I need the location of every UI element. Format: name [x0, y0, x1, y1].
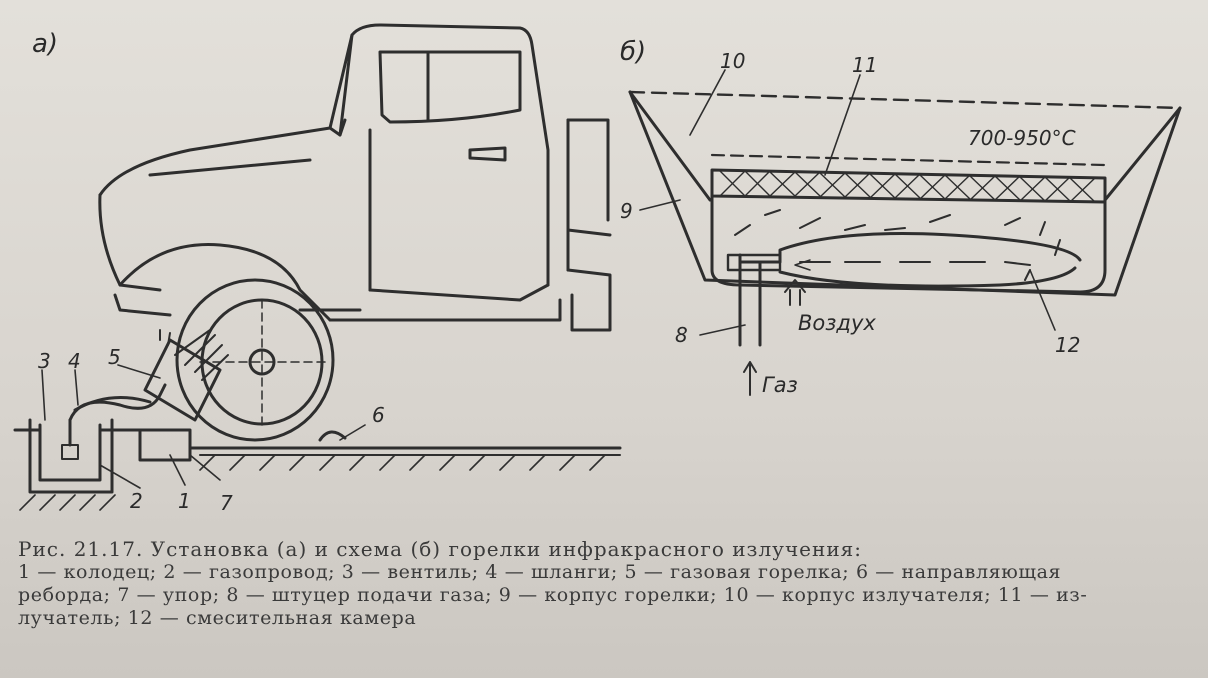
callout-1: 1	[178, 489, 191, 513]
callout-3: 3	[38, 349, 51, 373]
truck-drawing	[13, 23, 622, 511]
callout-8: 8	[675, 323, 688, 347]
figure-a-label: a)	[32, 29, 58, 59]
callout-12: 12	[1055, 333, 1080, 357]
caption-line-4: лучатель; 12 — смесительная камера	[18, 607, 417, 629]
caption-line-1: 1 — колодец; 2 — газопровод; 3 — вентиль…	[18, 561, 1062, 583]
figure-illustration: a) б) 3 4 5 6 2 1 7 8 9 10 11 12 700-950…	[13, 23, 1182, 515]
figure-b-label: б)	[620, 37, 646, 67]
temperature-label: 700-950°C	[968, 126, 1076, 150]
burner-scheme	[628, 90, 1182, 347]
gas-label: Газ	[762, 373, 798, 397]
callout-6: 6	[372, 403, 385, 427]
callout-4: 4	[68, 349, 81, 373]
air-label: Воздух	[798, 311, 876, 335]
figure-caption: Рис. 21.17. Установка (а) и схема (б) го…	[18, 538, 1193, 630]
callout-5: 5	[108, 345, 121, 369]
emitter-hatch	[719, 170, 1096, 203]
callout-11: 11	[852, 53, 877, 77]
caption-line-3: ребордa; 7 — упор; 8 — штуцер подачи газ…	[18, 584, 1088, 606]
flow-arrows	[734, 209, 1061, 396]
callout-10: 10	[720, 49, 745, 73]
callout-9: 9	[620, 199, 633, 223]
callout-2: 2	[130, 489, 143, 513]
caption-title: Рис. 21.17. Установка (а) и схема (б) го…	[18, 537, 863, 561]
callout-7: 7	[220, 491, 233, 515]
